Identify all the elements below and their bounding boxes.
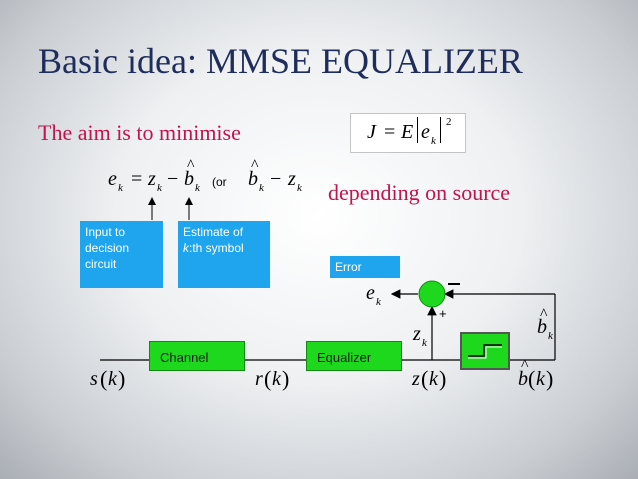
sig-b: b	[518, 368, 528, 390]
sig-b-rparen: )	[546, 366, 554, 391]
eq-b2: b	[248, 168, 258, 190]
sig-r-lparen: (	[264, 366, 272, 391]
eq-b: b	[184, 168, 194, 190]
callout-input-to-decision: Input to decision circuit	[80, 221, 163, 288]
slide-title: Basic idea: MMSE EQUALIZER	[38, 41, 523, 81]
callout-estimate: Estimate of k:th symbol	[178, 221, 270, 288]
sig-b-k: k	[536, 368, 545, 390]
label-bhatk: b	[537, 316, 547, 338]
label-bhatk-sub: k	[548, 330, 553, 342]
equalizer-block: Equalizer	[306, 341, 402, 371]
eq-b2-sub: k	[259, 182, 264, 194]
summing-node	[418, 280, 446, 308]
channel-block: Channel	[149, 341, 245, 371]
sig-z-lparen: (	[421, 366, 429, 391]
sig-s-k: k	[108, 368, 117, 390]
label-ek-sub: k	[376, 296, 381, 308]
decision-circuit-block	[460, 332, 510, 370]
label-ek: e	[366, 282, 375, 304]
eq-minus: −	[167, 168, 179, 190]
abs-bar-left	[417, 117, 418, 143]
formula-e: e	[421, 121, 430, 143]
formula-k: k	[431, 135, 436, 147]
eq-e: e	[108, 168, 117, 190]
callout-estimate-rest: :th symbol	[189, 241, 244, 255]
sig-z-k: k	[429, 368, 438, 390]
plus-sign: +	[439, 306, 447, 321]
callout-estimate-line2: k:th symbol	[183, 240, 265, 256]
sig-s-rparen: )	[118, 366, 126, 391]
eq-b2-hat: ^	[251, 157, 259, 174]
callout-error: Error	[330, 256, 400, 278]
sig-r-k: k	[272, 368, 281, 390]
sig-b-lparen: (	[528, 366, 536, 391]
formula-eq: =	[384, 121, 396, 143]
label-zk: z	[413, 323, 421, 345]
formula-J: J	[367, 121, 376, 143]
channel-label: Channel	[160, 350, 209, 365]
eq-b-sub: k	[195, 182, 200, 194]
equalizer-label: Equalizer	[317, 350, 372, 365]
callout-estimate-line1: Estimate of	[183, 225, 244, 239]
eq-z-sub: k	[157, 182, 162, 194]
eq-equals: =	[131, 168, 143, 190]
eq-or: (or	[212, 175, 227, 189]
formula-power: 2	[446, 116, 452, 128]
eq-z2: z	[288, 168, 296, 190]
sig-s: s	[90, 368, 98, 390]
eq-z: z	[148, 168, 156, 190]
eq-b-hat: ^	[187, 157, 195, 174]
callout-estimate-k: k	[183, 241, 189, 255]
sig-bhat-hat: ^	[521, 357, 529, 374]
aim-text: The aim is to minimise	[38, 120, 241, 145]
sig-z: z	[412, 368, 420, 390]
depending-text: depending on source	[328, 180, 511, 205]
label-zk-sub: k	[422, 337, 427, 349]
eq-e-sub: k	[118, 182, 123, 194]
cost-function-box: J = E e k 2	[350, 113, 466, 153]
sig-r: r	[255, 368, 263, 390]
label-bhatk-hat: ^	[540, 306, 548, 323]
formula-E: E	[401, 121, 414, 143]
abs-bar-right	[440, 117, 441, 143]
sig-z-rparen: )	[439, 366, 447, 391]
eq-z2-sub: k	[297, 182, 302, 194]
sig-s-lparen: (	[100, 366, 108, 391]
sig-r-rparen: )	[282, 366, 290, 391]
eq-minus2: −	[270, 168, 282, 190]
step-function-icon	[468, 344, 502, 359]
